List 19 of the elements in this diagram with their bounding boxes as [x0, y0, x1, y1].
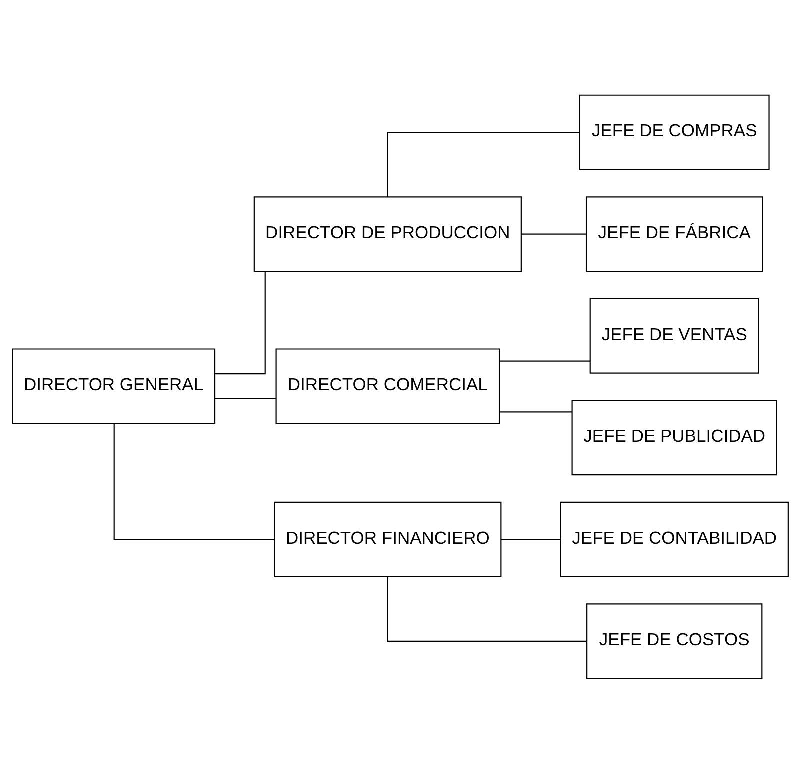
- node-box: JEFE DE COSTOS: [586, 604, 763, 680]
- node-box: JEFE DE PUBLICIDAD: [572, 400, 778, 476]
- connector: [522, 234, 586, 235]
- connector: [387, 576, 588, 642]
- node-box: DIRECTOR GENERAL: [12, 348, 216, 424]
- connector: [215, 272, 266, 375]
- connector: [501, 539, 561, 540]
- connector: [500, 412, 572, 413]
- node-box: JEFE DE FÁBRICA: [586, 196, 764, 272]
- connector: [114, 424, 274, 540]
- connector: [387, 132, 580, 198]
- node-box: DIRECTOR FINANCIERO: [274, 502, 502, 578]
- node-box: DIRECTOR DE PRODUCCION: [254, 196, 522, 272]
- connector: [215, 398, 276, 400]
- node-box: JEFE DE VENTAS: [590, 298, 760, 374]
- node-box: DIRECTOR COMERCIAL: [276, 348, 500, 424]
- connector: [500, 360, 590, 362]
- node-box: JEFE DE CONTABILIDAD: [560, 502, 789, 578]
- node-box: JEFE DE COMPRAS: [579, 94, 770, 170]
